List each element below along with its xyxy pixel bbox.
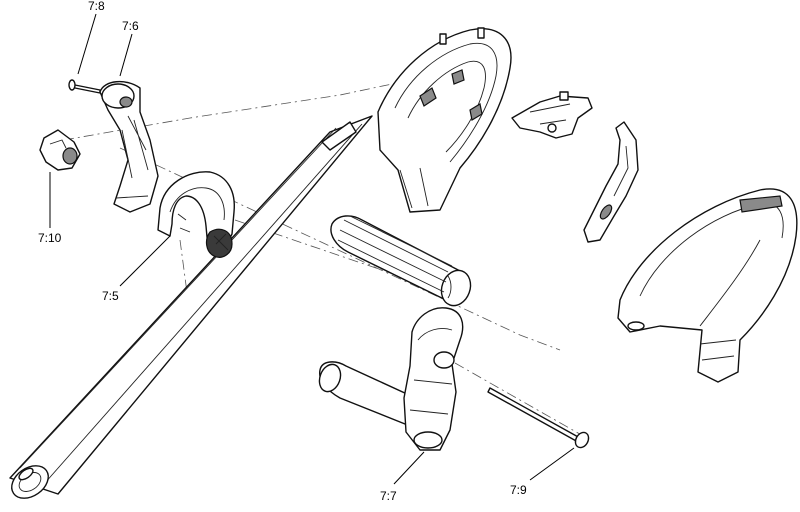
grip-handle [330, 215, 472, 307]
callout-labels: 7:8 7:6 7:10 7:5 7:7 7:9 [38, 0, 527, 503]
callout-7-6: 7:6 [122, 19, 139, 33]
main-shaft [9, 115, 373, 499]
spring-clip [583, 121, 639, 243]
side-guard [617, 188, 798, 383]
part-7-10-knob [39, 129, 81, 171]
guard-housing [377, 27, 512, 213]
latch-bracket [511, 91, 593, 139]
leader-lines [49, 13, 575, 485]
callout-7-5: 7:5 [102, 289, 119, 303]
part-7-8-screw [68, 79, 101, 94]
callout-7-8: 7:8 [88, 0, 105, 13]
part-7-6-lever [99, 81, 159, 213]
callout-7-10: 7:10 [38, 231, 62, 245]
part-7-5-collar [157, 171, 235, 258]
part-7-9-pin [487, 387, 590, 449]
part-7-7-handle-bracket [318, 307, 464, 451]
callout-7-7: 7:7 [380, 489, 397, 503]
callout-7-9: 7:9 [510, 483, 527, 497]
